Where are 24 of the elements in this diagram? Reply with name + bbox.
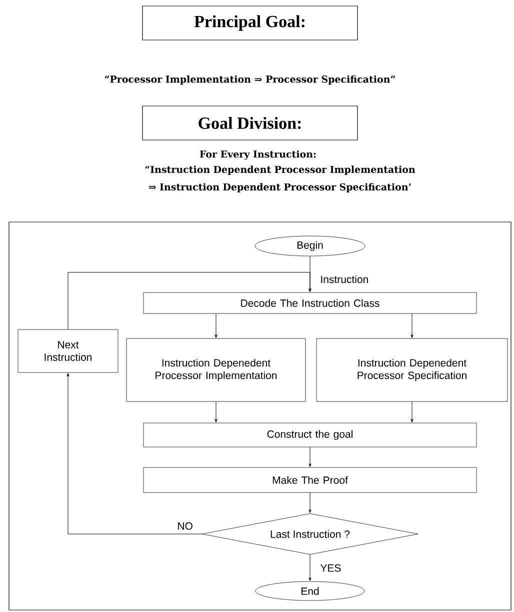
process-box: Decode The Instruction Class xyxy=(143,292,477,314)
process-box: Construct the goal xyxy=(143,422,477,448)
process-box: Instruction Depenedent Processor Implementation xyxy=(126,338,306,402)
arrow xyxy=(308,554,312,581)
process-box: Instruction Depenedent Processor Specification xyxy=(316,338,508,402)
note-text: For Every Instruction: xyxy=(200,150,316,160)
arrow xyxy=(308,446,312,467)
process-box: Make The Proof xyxy=(143,467,477,493)
note-text: “Instruction Dependent Processor Implementation ⇒ Instruction Dependent Processor Specification’ xyxy=(145,166,416,192)
heading-box: Principal Goal: xyxy=(142,6,358,40)
note-text: “Processor Implementation ⇒ Processor Specification” xyxy=(104,75,395,85)
edge-label: YES xyxy=(319,563,342,573)
frame-box xyxy=(8,222,512,610)
arrow xyxy=(214,401,218,422)
arrow xyxy=(68,272,312,330)
edge-label: Instruction xyxy=(319,274,370,284)
heading-box: Goal Division: xyxy=(142,106,358,140)
arrow xyxy=(66,373,202,534)
arrow xyxy=(410,313,414,338)
process-box: Next Instruction xyxy=(18,329,118,373)
edge-label: NO xyxy=(176,521,194,531)
arrow xyxy=(410,401,414,422)
arrow xyxy=(308,492,312,513)
arrow xyxy=(214,313,218,338)
